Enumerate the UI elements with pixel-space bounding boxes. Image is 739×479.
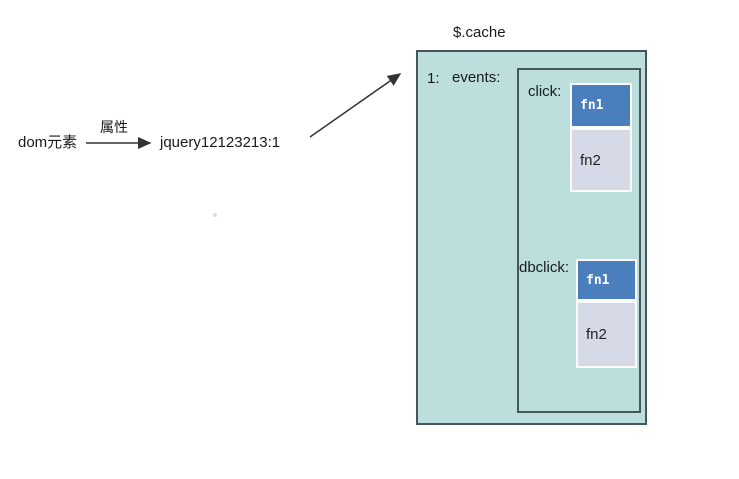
click-handler-fn2-box: fn2 xyxy=(570,128,632,192)
dbclick-event-label: dbclick: xyxy=(519,259,570,276)
click-event-label: click: xyxy=(528,83,562,100)
cache-title: $.cache xyxy=(453,24,506,41)
events-label: events: xyxy=(452,69,501,86)
events-box: click: fn1 fn2 dbclick: fn1 fn2 xyxy=(517,68,641,413)
cache-arrow xyxy=(309,73,402,138)
jquery-key-label: jquery12123213:1 xyxy=(160,134,281,151)
cache-entry-key: 1: xyxy=(427,70,440,87)
dbclick-handler-fn1-label: fn1 xyxy=(586,272,610,288)
click-handler-fn1-box: fn1 xyxy=(570,83,632,128)
click-handler-fn1-label: fn1 xyxy=(580,98,604,113)
dbclick-handler-fn1-box: fn1 xyxy=(576,259,637,301)
cache-box: 1: events: click: fn1 fn2 dbclick: fn1 f… xyxy=(416,50,647,425)
dom-element-label: dom元素 xyxy=(18,134,78,151)
dbclick-handler-fn2-label: fn2 xyxy=(586,326,607,343)
dbclick-handler-fn2-box: fn2 xyxy=(576,301,637,368)
click-handler-fn2-label: fn2 xyxy=(580,151,601,169)
stray-dot-artifact xyxy=(213,213,217,217)
attr-arrow-label: 属性 xyxy=(100,119,128,135)
